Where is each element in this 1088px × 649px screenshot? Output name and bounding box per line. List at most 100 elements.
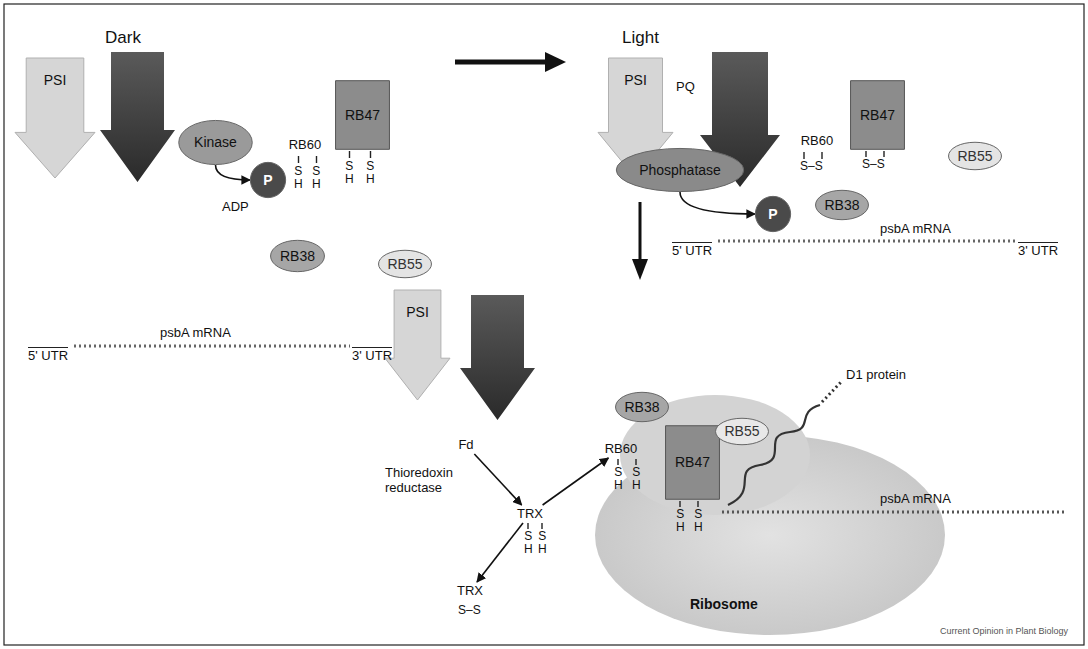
protein-oval: Kinase bbox=[178, 120, 253, 165]
node-label: P bbox=[263, 172, 272, 188]
utr-label: 5' UTR bbox=[672, 242, 712, 259]
node-outline bbox=[336, 81, 390, 150]
figure-frame bbox=[4, 4, 1084, 645]
thiol-label: S H bbox=[538, 530, 547, 555]
protein-oval: Phosphatase bbox=[615, 148, 745, 192]
thiol-label: S H bbox=[524, 530, 533, 555]
text-label: D1 protein bbox=[846, 368, 906, 383]
mrna-line bbox=[74, 345, 350, 348]
ribosome-shape bbox=[620, 395, 810, 515]
text-label: Dark bbox=[105, 28, 141, 48]
node-label: RB47 bbox=[675, 454, 710, 470]
thiol-label: S H bbox=[294, 165, 303, 190]
text-node: TRX bbox=[512, 505, 548, 523]
thiol-label: S H bbox=[694, 508, 703, 533]
protein-oval: RB55 bbox=[378, 250, 432, 278]
thiol-label: S H bbox=[614, 466, 623, 491]
protein-oval: RB38 bbox=[615, 392, 669, 422]
transition-arrowhead bbox=[545, 52, 566, 72]
text-label: psbA mRNA bbox=[160, 326, 231, 341]
text-node: RB60 bbox=[797, 132, 837, 150]
psi-arrow: PSI bbox=[15, 58, 95, 178]
reaction-arrow bbox=[543, 458, 609, 505]
transition-arrowhead bbox=[632, 259, 648, 280]
thiol-label: S H bbox=[345, 160, 354, 185]
text-label: ADP bbox=[222, 200, 249, 215]
node-outline bbox=[616, 392, 669, 421]
node-label: RB47 bbox=[345, 107, 380, 123]
reaction-arrow bbox=[680, 192, 755, 214]
protein-oval: P bbox=[250, 162, 286, 198]
node-label: RB55 bbox=[387, 256, 422, 272]
thiol-label: S H bbox=[676, 508, 685, 533]
text-label: S–S bbox=[800, 160, 823, 174]
text-node: TRX bbox=[452, 582, 488, 600]
node-label: RB47 bbox=[860, 107, 895, 123]
d1-chain bbox=[822, 381, 842, 402]
node-label: RB55 bbox=[957, 148, 992, 164]
text-label: psbA mRNA bbox=[880, 222, 951, 237]
thiol-bars bbox=[299, 151, 885, 529]
protein-oval: RB38 bbox=[815, 190, 869, 220]
mrna-line bbox=[722, 511, 1066, 514]
node-label: RB38 bbox=[824, 197, 859, 213]
transition-arrow bbox=[455, 60, 548, 65]
thiol-label: S H bbox=[312, 165, 321, 190]
protein-oval: RB55 bbox=[715, 418, 769, 445]
node-label: Fd bbox=[458, 438, 473, 453]
utr-label: 3' UTR bbox=[1018, 242, 1058, 259]
node-label: PSI bbox=[624, 72, 647, 88]
text-label: Ribosome bbox=[690, 596, 758, 612]
transition-arrow bbox=[639, 202, 642, 262]
text-label: S–S bbox=[862, 158, 885, 172]
text-label: psbA mRNA bbox=[880, 492, 951, 507]
text-node: RB60 bbox=[600, 440, 642, 458]
node-outline bbox=[379, 250, 432, 277]
node-outline bbox=[949, 142, 1002, 169]
node-label: TRX bbox=[457, 584, 483, 599]
node-outline bbox=[851, 81, 905, 150]
text-label: PQ bbox=[676, 80, 695, 95]
text-label: S–S bbox=[458, 604, 481, 618]
utr-label: 5' UTR bbox=[28, 347, 68, 364]
node-label: RB60 bbox=[289, 138, 322, 153]
node-label: P bbox=[768, 206, 777, 222]
node-label: RB55 bbox=[724, 423, 759, 439]
reaction-arrow bbox=[477, 523, 523, 582]
node-label: RB60 bbox=[801, 134, 834, 149]
node-outline bbox=[385, 290, 450, 400]
node-outline bbox=[616, 148, 743, 191]
reaction-arrow bbox=[216, 165, 251, 180]
node-label: PSI bbox=[406, 304, 429, 320]
text-label: Current Opinion in Plant Biology bbox=[940, 626, 1068, 636]
protein-box: RB47 bbox=[665, 425, 720, 500]
node-outline bbox=[271, 240, 325, 271]
thiol-label: S H bbox=[632, 466, 641, 491]
node-label: PSI bbox=[44, 72, 67, 88]
thiol-label: S H bbox=[366, 160, 375, 185]
protein-oval: P bbox=[755, 196, 791, 232]
text-label: Light bbox=[622, 28, 659, 48]
utr-label: 3' UTR bbox=[352, 347, 392, 364]
text-label: Thioredoxin reductase bbox=[385, 466, 467, 496]
node-outline bbox=[15, 58, 95, 178]
node-outline bbox=[816, 190, 869, 219]
node-label: Kinase bbox=[194, 134, 237, 150]
protein-oval: RB38 bbox=[270, 240, 325, 272]
psi-arrow: PSI bbox=[385, 290, 450, 400]
reaction-arrow bbox=[474, 454, 521, 505]
psii-arrow bbox=[460, 295, 535, 420]
mrna-line bbox=[718, 240, 1016, 243]
psii-arrow bbox=[100, 52, 175, 182]
node-label: TRX bbox=[517, 507, 543, 522]
node-outline bbox=[716, 418, 769, 444]
node-outline bbox=[179, 120, 253, 164]
node-label: Phosphatase bbox=[639, 162, 721, 178]
text-node: Fd bbox=[455, 436, 477, 454]
node-outline bbox=[250, 162, 285, 197]
node-outline bbox=[666, 426, 720, 500]
node-label: RB38 bbox=[280, 248, 315, 264]
protein-box: RB47 bbox=[335, 80, 390, 150]
protein-box: RB47 bbox=[850, 80, 905, 150]
